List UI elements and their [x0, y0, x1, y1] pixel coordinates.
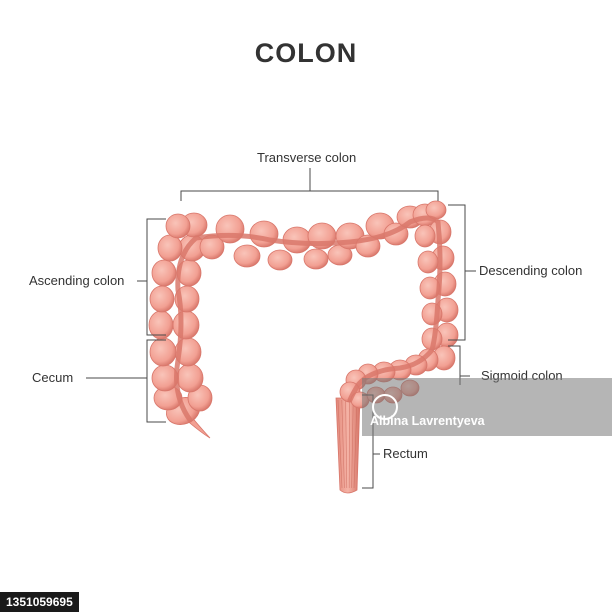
haustrum	[176, 363, 204, 393]
image-id-badge: 1351059695	[0, 592, 79, 612]
haustrum	[414, 224, 436, 248]
haustrum	[417, 250, 439, 274]
haustrum	[172, 310, 200, 340]
haustrum	[149, 285, 175, 313]
diagram-title: COLON	[254, 38, 358, 68]
label-descending-colon: Descending colon	[479, 263, 583, 278]
haustrum	[303, 248, 329, 270]
label-ascending-colon: Ascending colon	[29, 273, 125, 288]
haustrum	[157, 234, 183, 262]
transverse-bracket	[180, 168, 439, 201]
watermark-author: Albina Lavrentyeva	[370, 414, 485, 428]
haustrum	[215, 214, 245, 244]
haustrum	[151, 259, 177, 287]
haustrum	[149, 337, 177, 367]
haustrum	[249, 220, 279, 248]
descending-bracket	[448, 204, 476, 341]
sigmoid-bracket	[448, 345, 470, 385]
label-transverse-colon: Transverse colon	[257, 150, 357, 165]
rectum-fiber	[345, 399, 348, 489]
ascending-bracket	[137, 218, 166, 336]
rectum-fiber	[353, 399, 358, 489]
rectum-fiber	[337, 399, 343, 489]
haustrum	[233, 244, 261, 268]
haustrum	[165, 213, 191, 239]
label-cecum: Cecum	[32, 370, 74, 385]
taenia-coli-band	[174, 215, 443, 423]
rectum-fiber	[341, 399, 345, 489]
watermark-logo-icon	[372, 394, 398, 420]
haustrum	[267, 249, 293, 271]
rectum	[335, 397, 361, 494]
rectum-fiber	[351, 399, 354, 489]
label-rectum: Rectum	[383, 446, 428, 461]
watermark: Albina Lavrentyeva	[362, 378, 612, 436]
cecum-bracket	[86, 339, 166, 423]
